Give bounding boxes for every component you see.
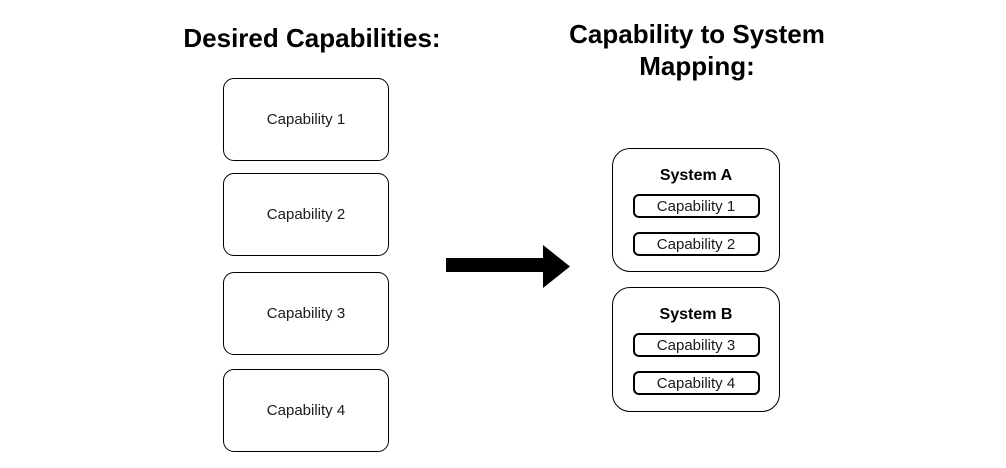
- left-column-title: Desired Capabilities:: [183, 23, 441, 53]
- system-a-capability-2-label: Capability 2: [656, 235, 736, 253]
- system-b-title: System B: [659, 306, 733, 323]
- system-b-capability-4: Capability 4: [632, 371, 760, 395]
- system-b-capability-3-label: Capability 3: [656, 336, 736, 354]
- capability-box-4-label: Capability 4: [266, 402, 346, 419]
- capability-box-2-label: Capability 2: [266, 206, 346, 223]
- capability-box-3: Capability 3: [223, 272, 389, 355]
- system-b-capability-4-label: Capability 4: [656, 374, 736, 392]
- right-arrow-icon: [446, 245, 570, 288]
- system-b-capability-3: Capability 3: [632, 333, 760, 357]
- system-a-capability-1: Capability 1: [632, 194, 760, 218]
- capability-box-1: Capability 1: [223, 78, 389, 161]
- capability-box-4: Capability 4: [223, 369, 389, 452]
- system-b-container: System B Capability 3 Capability 4: [612, 287, 780, 412]
- right-column-title: Capability to System Mapping:: [569, 19, 825, 81]
- capability-box-3-label: Capability 3: [266, 305, 346, 322]
- capability-box-1-label: Capability 1: [266, 111, 346, 128]
- system-a-title: System A: [659, 167, 733, 184]
- capability-box-2: Capability 2: [223, 173, 389, 256]
- system-a-capability-1-label: Capability 1: [656, 197, 736, 215]
- system-a-container: System A Capability 1 Capability 2: [612, 148, 780, 272]
- system-a-capability-2: Capability 2: [632, 232, 760, 256]
